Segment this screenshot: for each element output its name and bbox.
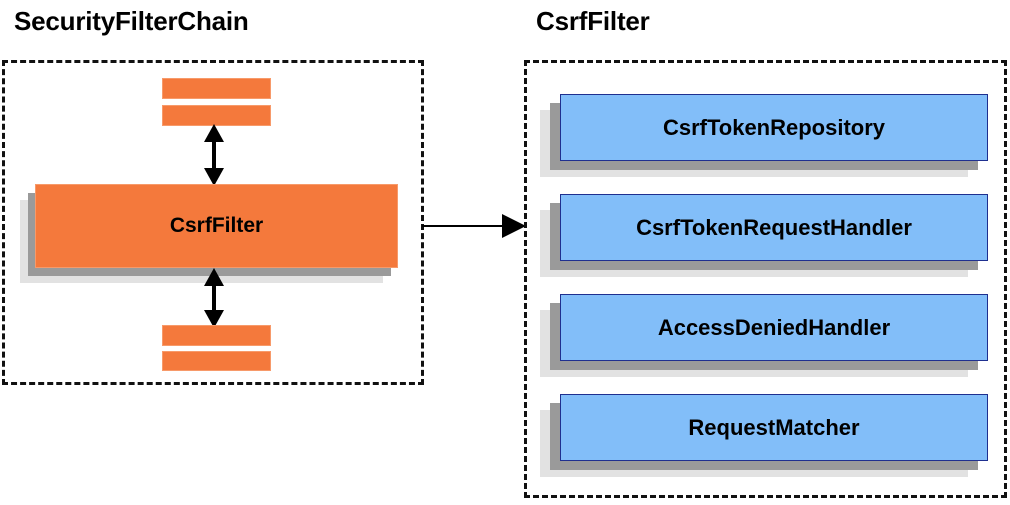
panel-title-csrf-filter: CsrfFilter <box>536 6 650 36</box>
collaborator-request-matcher[interactable]: RequestMatcher <box>560 394 988 461</box>
connector-top-arrow <box>204 124 224 186</box>
csrf-filter-block[interactable]: CsrfFilter <box>35 184 398 268</box>
group-box-csrf-filter <box>524 60 1007 498</box>
panel-title-security-filter-chain: SecurityFilterChain <box>14 6 249 36</box>
connector-bottom-arrow <box>204 268 224 328</box>
bottom-filter-bar-1 <box>162 325 271 346</box>
collaborator-csrf-token-request-handler[interactable]: CsrfTokenRequestHandler <box>560 194 988 261</box>
csrf-filter-block-label: CsrfFilter <box>169 214 264 237</box>
collaborator-3-label: AccessDeniedHandler <box>657 314 891 340</box>
collaborator-2-label: CsrfTokenRequestHandler <box>636 214 912 240</box>
group-box-security-filter-chain <box>2 60 424 385</box>
expand-arrow <box>422 214 526 238</box>
bottom-filter-bar-2 <box>162 351 271 371</box>
top-filter-bar-2 <box>162 105 271 126</box>
top-filter-bar-1 <box>162 78 271 99</box>
collaborator-csrf-token-repository[interactable]: CsrfTokenRepository <box>560 94 988 161</box>
collaborator-1-label: CsrfTokenRepository <box>662 114 886 140</box>
collaborator-4-label: RequestMatcher <box>688 414 860 440</box>
collaborator-access-denied-handler[interactable]: AccessDeniedHandler <box>560 294 988 361</box>
